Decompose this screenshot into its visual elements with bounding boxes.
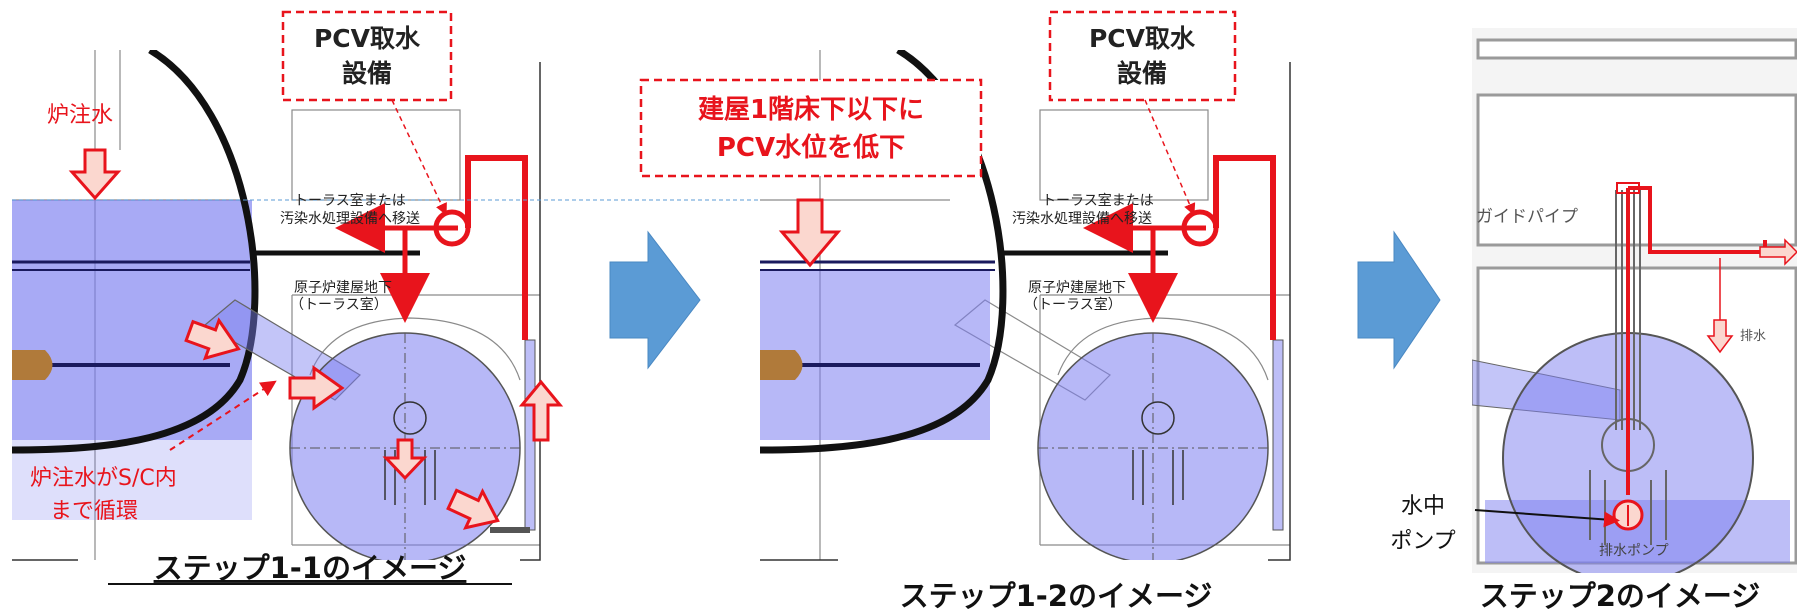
pcv-label-line1: PCV取水 [314,24,421,53]
next-step-arrow-1 [609,230,701,370]
step1-2-caption: ステップ1-2のイメージ [900,579,1213,613]
lower-level-label-line1: 建屋1階床下以下に [698,94,924,125]
pcv-label-2-line2: 設備 [1117,59,1167,88]
pump-inner-label: 排水ポンプ [1599,543,1669,559]
injection-label: 炉注水 [47,103,113,128]
step1-1-panel: PCV取水 設備 炉注水 トーラス室または 汚染水処理設備へ移送 原子炉建屋地下… [12,10,880,585]
pcv-label-box [281,10,453,102]
pcv-label-box-2 [1048,10,1237,102]
pcv-label-line2: 設備 [342,59,392,88]
step2-panel: ガイドパイプ 排水 排水ポンプ 水中 ポンプ ステップ2のイメージ [1390,28,1797,613]
circulation-label-line1: 炉注水がS/C内 [30,466,177,491]
basement-label-line1: 原子炉建屋地下 [294,280,392,296]
transfer-label-line2: 汚染水処理設備へ移送 [280,211,420,227]
transfer-label-line1: トーラス室または [294,192,406,209]
guide-pipe-label: ガイドパイプ [1476,207,1578,227]
submersible-label-line1: 水中 [1401,494,1445,519]
lower-level-label-line2: PCV水位を低下 [717,132,905,163]
basement-label-2-line1: 原子炉建屋地下 [1028,280,1126,296]
transfer-label-2-line2: 汚染水処理設備へ移送 [1012,211,1152,227]
basement-label-line2: （トーラス室） [290,296,388,313]
pcv-label-2-line1: PCV取水 [1089,24,1196,53]
step1-1-drawing [12,50,540,560]
step1-1-caption: ステップ1-1のイメージ [154,551,467,585]
basement-label-2-line2: （トーラス室） [1024,296,1122,313]
step1-2-drawing [760,50,1290,560]
step2-drawing: ガイドパイプ 排水 排水ポンプ [1472,28,1797,573]
next-step-arrow-2 [1357,230,1441,370]
lower-level-label-box [639,78,983,178]
step1-2-panel: PCV取水 設備 建屋1階床下以下に PCV水位を低下 トーラス室または 汚染水… [639,10,1291,613]
drain-label: 排水 [1740,329,1766,344]
submersible-label-line2: ポンプ [1390,529,1455,554]
transfer-label-2-line1: トーラス室または [1042,192,1154,209]
circulation-label-line2: まで循環 [50,499,138,524]
step2-caption: ステップ2のイメージ [1480,579,1761,613]
pump-pointer-arrow [1474,509,1620,528]
